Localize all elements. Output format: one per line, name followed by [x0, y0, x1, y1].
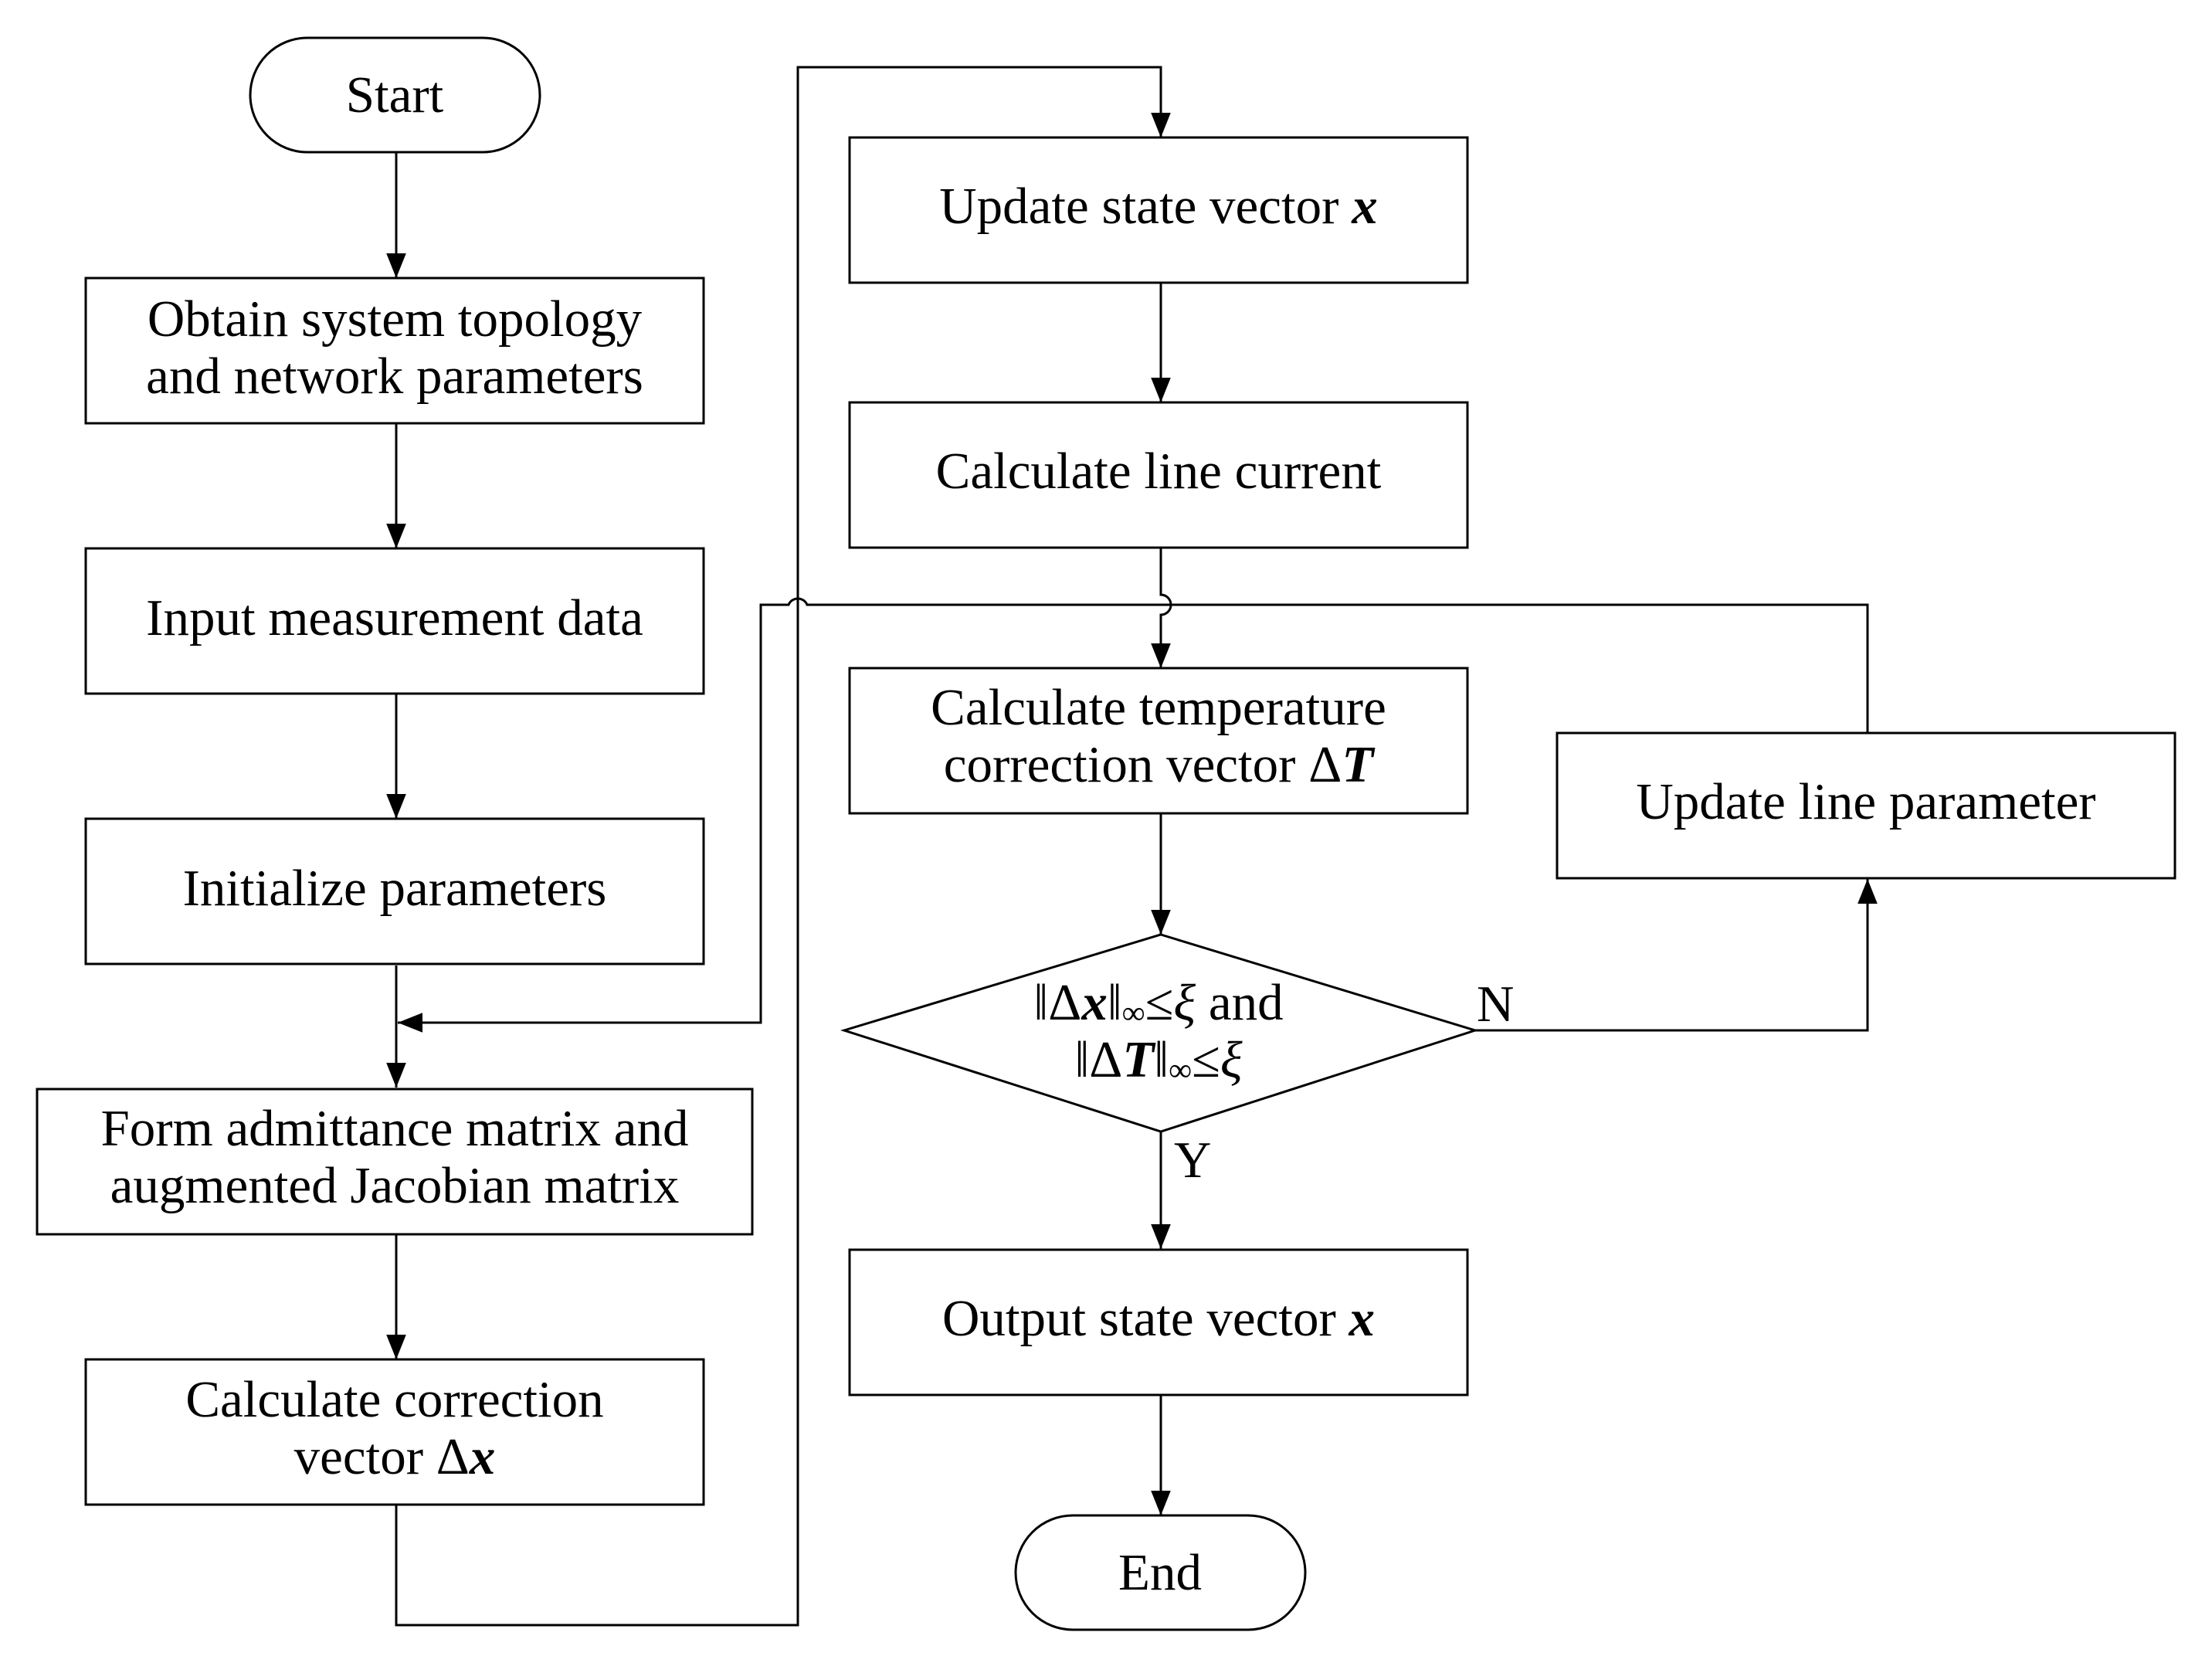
edge-update-line-feedback [398, 597, 1869, 1033]
obtain-topology-line-1: Obtain system topology [148, 290, 643, 348]
calc-correction-line-2: vector Δx [294, 1428, 496, 1485]
decision-line-2: ‖ΔT‖∞≤ξ [1074, 1031, 1242, 1088]
update-line-parameter-label: Update line parameter [1636, 773, 2095, 830]
calc-line-current-label: Calculate line current [936, 443, 1382, 500]
form-admittance-line-1: Form admittance matrix and [101, 1100, 689, 1157]
end-node: End [1014, 1514, 1307, 1631]
start-node: Start [249, 36, 541, 154]
form-admittance-line-2: augmented Jacobian matrix [110, 1157, 680, 1214]
calc-line-current-box: Calculate line current [848, 401, 1469, 549]
output-state-box: Output state vector x [848, 1248, 1469, 1396]
edge-calc-current-to-calc-temp [1151, 548, 1172, 668]
convergence-decision: ‖Δx‖∞≤ξ and ‖ΔT‖∞≤ξ [840, 933, 1480, 1133]
calc-temperature-line-1: Calculate temperature [931, 679, 1386, 736]
initialize-parameters-label: Initialize parameters [183, 860, 607, 917]
form-admittance-box: Form admittance matrix and augmented Jac… [36, 1088, 754, 1236]
decision-line-1: ‖Δx‖∞≤ξ and [1033, 974, 1283, 1031]
end-label: End [1118, 1544, 1202, 1601]
edge-calc-corr-to-update-state [395, 66, 1171, 1627]
calc-temperature-line-2: correction vector ΔT [944, 736, 1376, 793]
no-branch-label: N [1477, 976, 1514, 1033]
start-label: Start [346, 66, 444, 124]
update-line-parameter-box: Update line parameter [1556, 731, 2176, 880]
calc-correction-box: Calculate correction vector Δx [84, 1358, 705, 1506]
update-state-label: Update state vector x [939, 178, 1377, 235]
input-measurement-box: Input measurement data [84, 547, 705, 695]
obtain-topology-box: Obtain system topology and network param… [84, 277, 705, 425]
obtain-topology-line-2: and network parameters [146, 348, 643, 405]
initialize-parameters-box: Initialize parameters [84, 817, 705, 965]
calc-temperature-box: Calculate temperature correction vector … [848, 667, 1469, 815]
input-measurement-label: Input measurement data [146, 589, 643, 646]
update-state-box: Update state vector x [848, 136, 1469, 284]
connectors [386, 66, 1878, 1627]
yes-branch-label: Y [1174, 1132, 1211, 1189]
output-state-label: Output state vector x [942, 1290, 1375, 1347]
edge-decision-no-to-update-line [1475, 879, 1878, 1032]
calc-correction-line-1: Calculate correction [185, 1371, 603, 1428]
